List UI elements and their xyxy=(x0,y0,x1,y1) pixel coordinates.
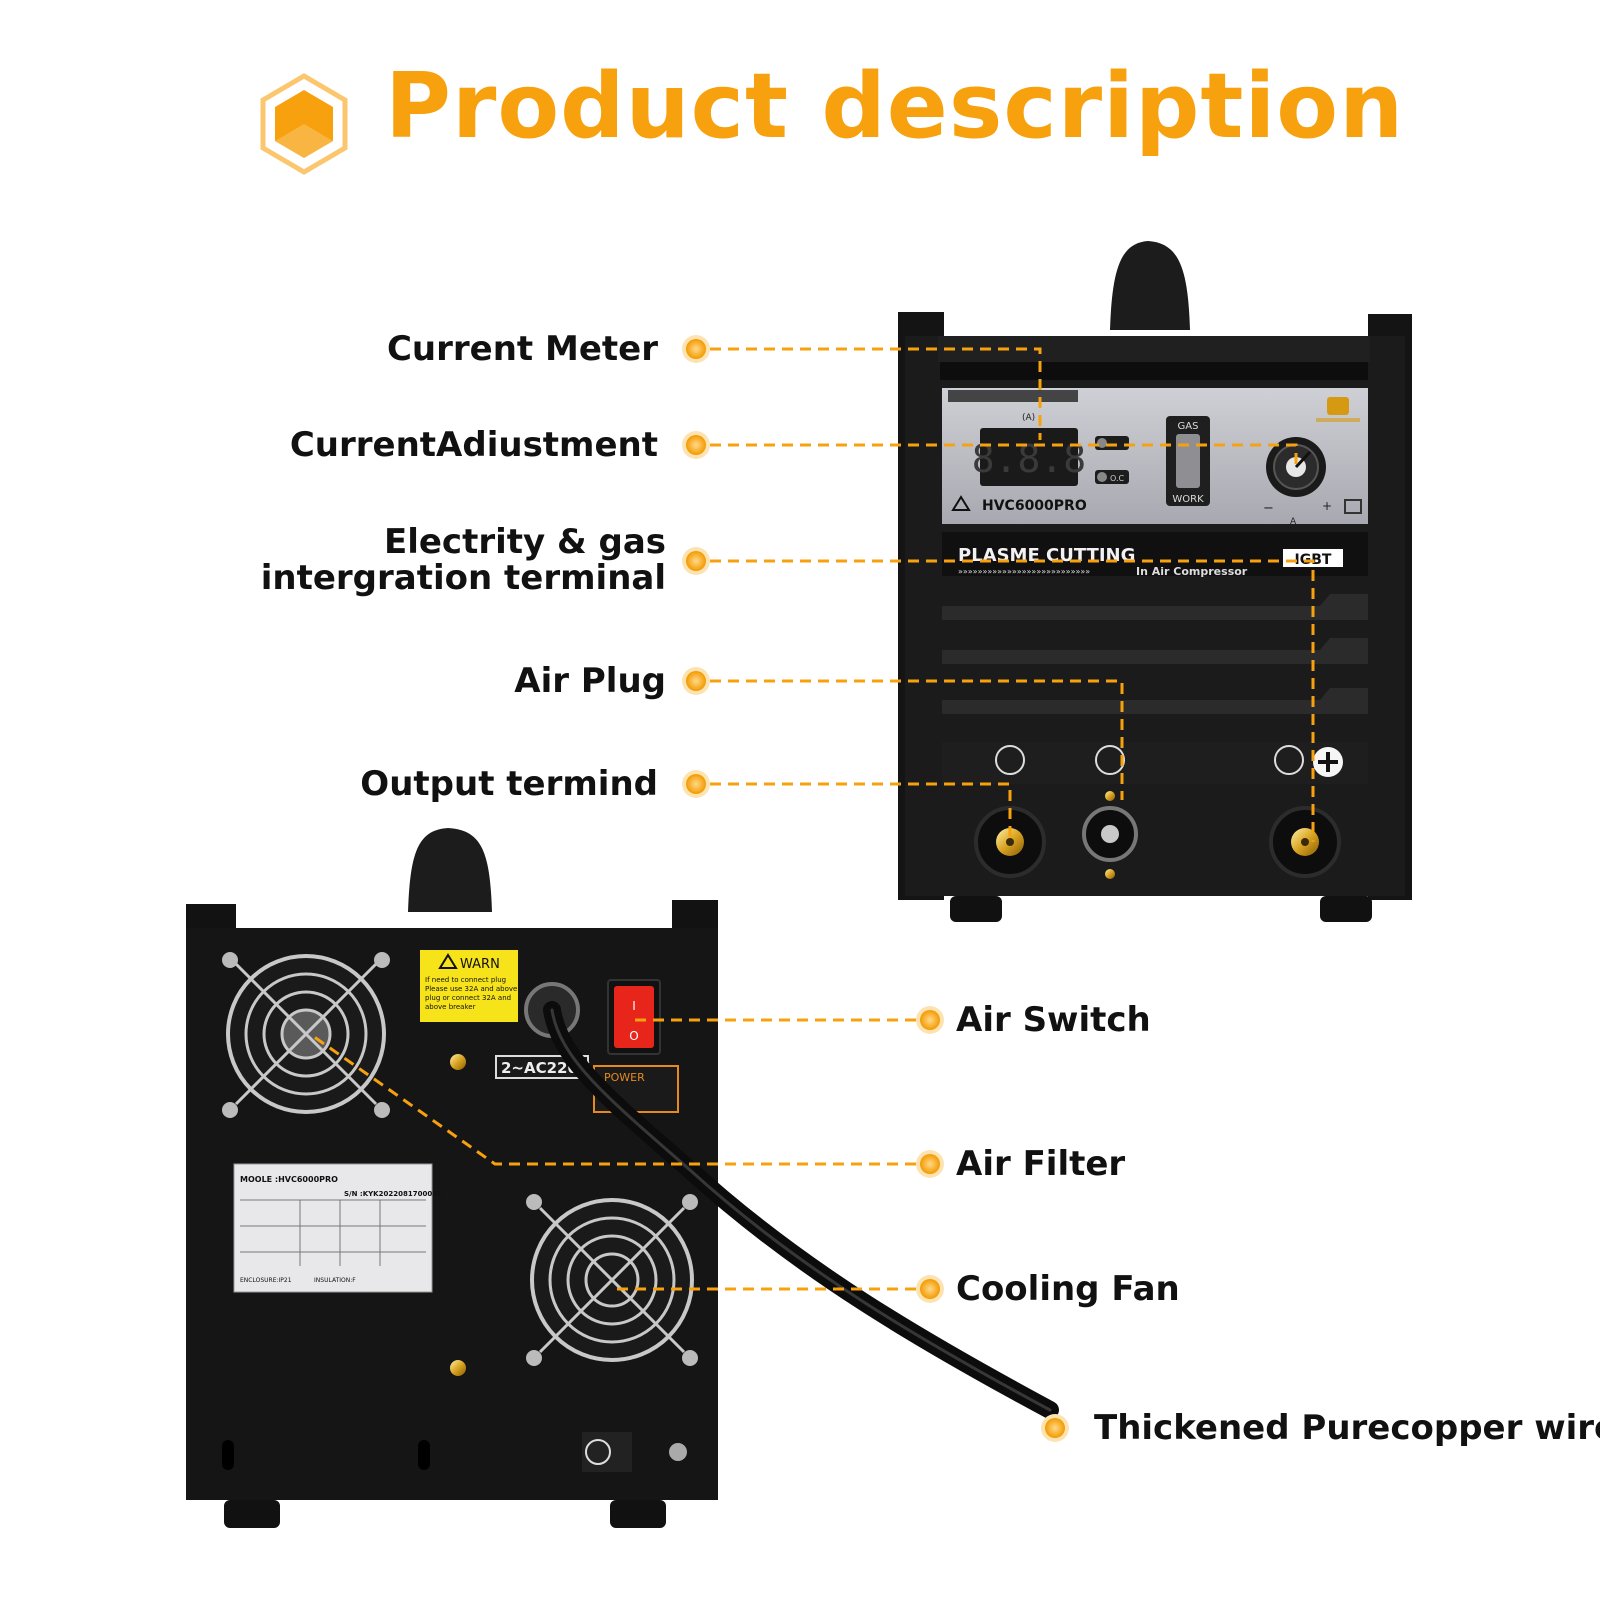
callout-label-air-switch: Air Switch xyxy=(956,1000,1151,1040)
air-plug-icon xyxy=(1095,745,1125,775)
callout-label-current-meter: Current Meter xyxy=(386,329,658,369)
callout-label-cooling-fan: Cooling Fan xyxy=(956,1269,1180,1309)
warning-triangle-icon xyxy=(951,495,971,511)
output-terminal-positive xyxy=(1269,806,1341,878)
warn-line-3: plug or connect 32A and xyxy=(425,994,511,1002)
callout-dot-air-switch xyxy=(916,1006,944,1034)
callout-dot-air-plug xyxy=(682,667,710,695)
amp-unit-label: (A) xyxy=(1022,413,1035,423)
gas-label: GAS xyxy=(1178,421,1199,432)
callout-label-electricity-gas-terminal: Electrity & gas intergration terminal xyxy=(260,522,666,598)
cooling-fan-icon xyxy=(526,1194,698,1366)
torch-icon xyxy=(995,745,1025,775)
callout-dot-terminal xyxy=(682,547,710,575)
callout-dot-current-meter xyxy=(682,335,710,363)
switch-on-mark: I xyxy=(632,999,636,1013)
model-name: HVC6000PRO xyxy=(982,498,1087,514)
warn-line-1: If need to connect plug xyxy=(425,976,506,984)
air-filter-fan-icon xyxy=(222,952,390,1118)
callout-label-copper-wire: Thickened Purecopper wire xyxy=(1094,1408,1600,1448)
callout-dots xyxy=(682,335,1069,1442)
knob-a-label: A xyxy=(1290,517,1297,527)
front-unit: (A) 8.8.8 O.C GAS WORK − A + xyxy=(898,241,1412,922)
band-arrows: »»»»»»»»»»»»»»»»»»»»»»»»»»» xyxy=(958,567,1090,576)
knob-plus-label: + xyxy=(1322,499,1332,513)
warning-sticker: WARN If need to connect plug Please use … xyxy=(420,950,518,1022)
page-title: Product description xyxy=(385,54,1405,159)
ground-clamp-icon xyxy=(1274,745,1304,775)
current-meter-display xyxy=(980,428,1078,486)
plate-footer-left: ENCLOSURE:IP21 xyxy=(240,1277,292,1284)
callout-leaders xyxy=(309,347,1315,1291)
plate-sn: S/N :KYK2022081700001 xyxy=(344,1190,442,1198)
output-terminal-negative xyxy=(974,806,1046,878)
callout-dot-copper-wire xyxy=(1041,1414,1069,1442)
rear-unit: WARN If need to connect plug Please use … xyxy=(186,828,1059,1528)
callout-label-output-terminal: Output termind xyxy=(360,764,658,804)
callout-dot-output xyxy=(682,770,710,798)
air-plug-socket xyxy=(1082,791,1138,879)
oc-label: O.C xyxy=(1110,474,1125,483)
warn-line-2: Please use 32A and above xyxy=(425,985,517,993)
manual-book-icon xyxy=(1344,499,1362,514)
rating-plate: MOOLE :HVC6000PRO S/N :KYK2022081700001 … xyxy=(233,1163,442,1293)
plate-model: MOOLE :HVC6000PRO xyxy=(240,1175,338,1184)
plus-icon xyxy=(1313,747,1343,777)
power-label: POWER xyxy=(604,1071,645,1084)
callout-dot-current-adjustment xyxy=(682,431,710,459)
callout-dot-air-filter xyxy=(916,1150,944,1178)
callout-dot-cooling-fan xyxy=(916,1275,944,1303)
band-title: PLASME CUTTING xyxy=(958,545,1135,566)
knob-minus-label: − xyxy=(1263,501,1274,516)
ground-terminal-icon xyxy=(582,1432,632,1472)
work-label: WORK xyxy=(1172,494,1204,505)
hexagon-logo-icon xyxy=(260,73,348,175)
air-switch[interactable]: I O xyxy=(607,979,661,1055)
current-adjustment-knob[interactable] xyxy=(1266,437,1326,497)
callout-label-current-adjustment: CurrentAdiustment xyxy=(289,425,658,465)
warn-line-4: above breaker xyxy=(425,1003,476,1011)
warn-title: WARN xyxy=(460,957,500,972)
front-vents xyxy=(942,594,1368,714)
band-subtitle: In Air Compressor xyxy=(1136,565,1248,578)
callout-label-air-filter: Air Filter xyxy=(956,1144,1126,1184)
callout-label-air-plug: Air Plug xyxy=(514,661,666,701)
brand-mark-icon xyxy=(1316,397,1360,422)
plate-footer-mid: INSULATION:F xyxy=(314,1277,356,1284)
switch-off-mark: O xyxy=(629,1029,638,1043)
